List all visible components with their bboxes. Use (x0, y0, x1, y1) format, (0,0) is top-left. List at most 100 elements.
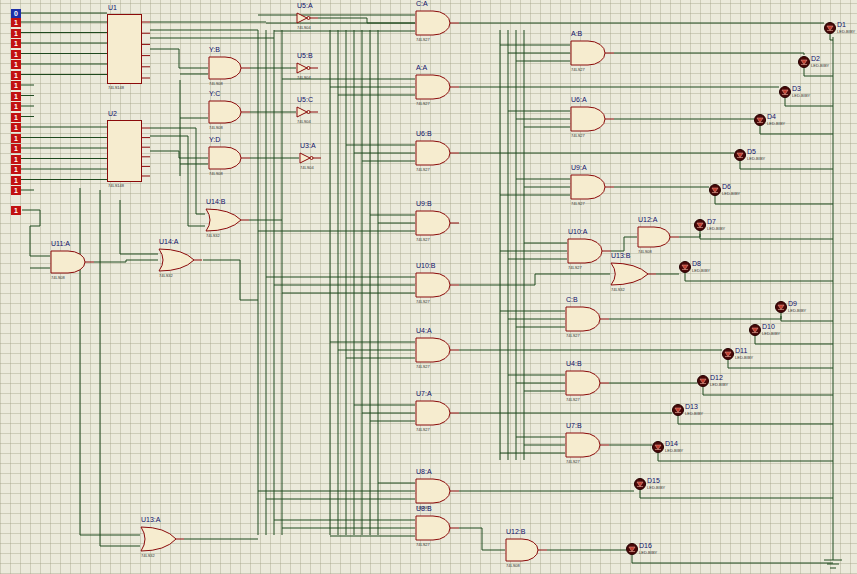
wire-connector (94, 260, 158, 262)
logic-state: 1 (11, 81, 21, 90)
wire-connector (459, 413, 672, 414)
gate-outline (506, 539, 538, 561)
led-symbol: D3LED-BIBY (779, 85, 812, 101)
gate-outline (307, 111, 310, 114)
wire (728, 360, 833, 368)
wire (21, 106, 34, 107)
led-symbol (801, 64, 807, 65)
gate-outline (296, 106, 318, 118)
led-symbol (698, 376, 709, 387)
wire (524, 127, 570, 128)
gate-outline (415, 272, 459, 298)
gate-outline (158, 248, 202, 272)
led-symbol (801, 60, 807, 65)
part-type: 74LS27 (568, 265, 582, 270)
wire (500, 311, 565, 312)
gate-outline (307, 17, 310, 20)
led-symbol: D15LED-BIBY (634, 477, 667, 493)
gate-outline (709, 184, 721, 196)
led-symbol: D13LED-BIBY (672, 403, 705, 419)
gate-outline (749, 324, 761, 336)
part-name: U8:B (416, 505, 432, 513)
logic-state: 0 (11, 9, 21, 18)
gate-outline (638, 227, 670, 247)
gate-outline (570, 174, 614, 200)
logic-state: 1 (11, 144, 21, 153)
wire-connector (150, 49, 208, 68)
wire (760, 126, 833, 134)
gate-outline (300, 153, 310, 163)
gate-outline (416, 516, 450, 540)
part-type: 74LS27 (571, 67, 585, 72)
part-name: U5:A (297, 2, 313, 10)
ic-outline (108, 15, 142, 84)
wire-connector (611, 237, 637, 251)
gate-outline (565, 306, 609, 332)
part-name: U9:B (416, 200, 432, 208)
gate-outline (313, 158, 321, 159)
wire-connector (250, 112, 296, 113)
part-type: LED-BIBY (722, 191, 740, 196)
part-type: 74LS08 (638, 249, 652, 254)
gate-outline (310, 18, 318, 19)
part-type: LED-BIBY (788, 308, 806, 313)
logic-state: 1 (11, 123, 21, 132)
wire (362, 30, 363, 535)
part-name: D16 (639, 542, 652, 550)
wire (370, 30, 371, 535)
gate-outline (206, 209, 241, 231)
gate-outline (734, 149, 746, 161)
logic-state: 1 (11, 155, 21, 164)
wire (354, 153, 415, 154)
gate-outline (634, 478, 646, 490)
wire (370, 421, 415, 422)
gate-outline (415, 337, 459, 363)
gate-outline (51, 251, 85, 273)
ic-pin (142, 44, 150, 45)
wire (30, 256, 50, 257)
part-type: 74LS08 (209, 81, 223, 86)
part-type: 74LS08 (209, 125, 223, 130)
gate-outline (450, 350, 459, 351)
gate-outline (297, 63, 307, 73)
part-type: 74LS27 (416, 37, 430, 42)
wire (21, 64, 107, 65)
gate-outline (194, 260, 202, 261)
wire (500, 45, 570, 46)
ic-pin (142, 137, 150, 138)
wire (150, 38, 274, 39)
led-symbol: D5LED-BIBY (734, 148, 767, 164)
wire (685, 273, 833, 281)
gate-outline (415, 210, 459, 236)
logic-state: 1 (11, 39, 21, 48)
wire-connector (250, 68, 296, 69)
wire (258, 491, 415, 492)
part-name: D13 (685, 403, 698, 411)
ic-pin (142, 176, 150, 177)
wire (266, 277, 415, 278)
wire (516, 30, 517, 460)
logic-gate: U12:A74LS08 (637, 216, 679, 256)
part-type: 74LS32 (141, 553, 155, 558)
led-symbol (680, 262, 691, 273)
gate-outline (571, 41, 605, 65)
part-name: D12 (710, 374, 723, 382)
wire (508, 30, 509, 460)
wire (346, 145, 415, 146)
part-type: LED-BIBY (639, 550, 657, 555)
led-symbol (778, 309, 784, 310)
gate-outline (205, 208, 249, 232)
part-name: U9:A (571, 164, 587, 172)
gate-outline (50, 250, 94, 274)
led-symbol (695, 220, 706, 231)
gate-outline (600, 383, 609, 384)
logic-gate: U7:A74LS27 (415, 390, 459, 434)
gate-outline (159, 249, 194, 271)
part-name: Y:C (209, 90, 220, 98)
logic-gate: U6:A74LS27 (570, 96, 614, 140)
logic-gate: U9:B74LS27 (415, 200, 459, 244)
led-symbol: D1LED-BIBY (824, 21, 857, 37)
wire-connector (459, 23, 824, 24)
wire (346, 30, 347, 535)
ground-symbol (824, 560, 842, 561)
